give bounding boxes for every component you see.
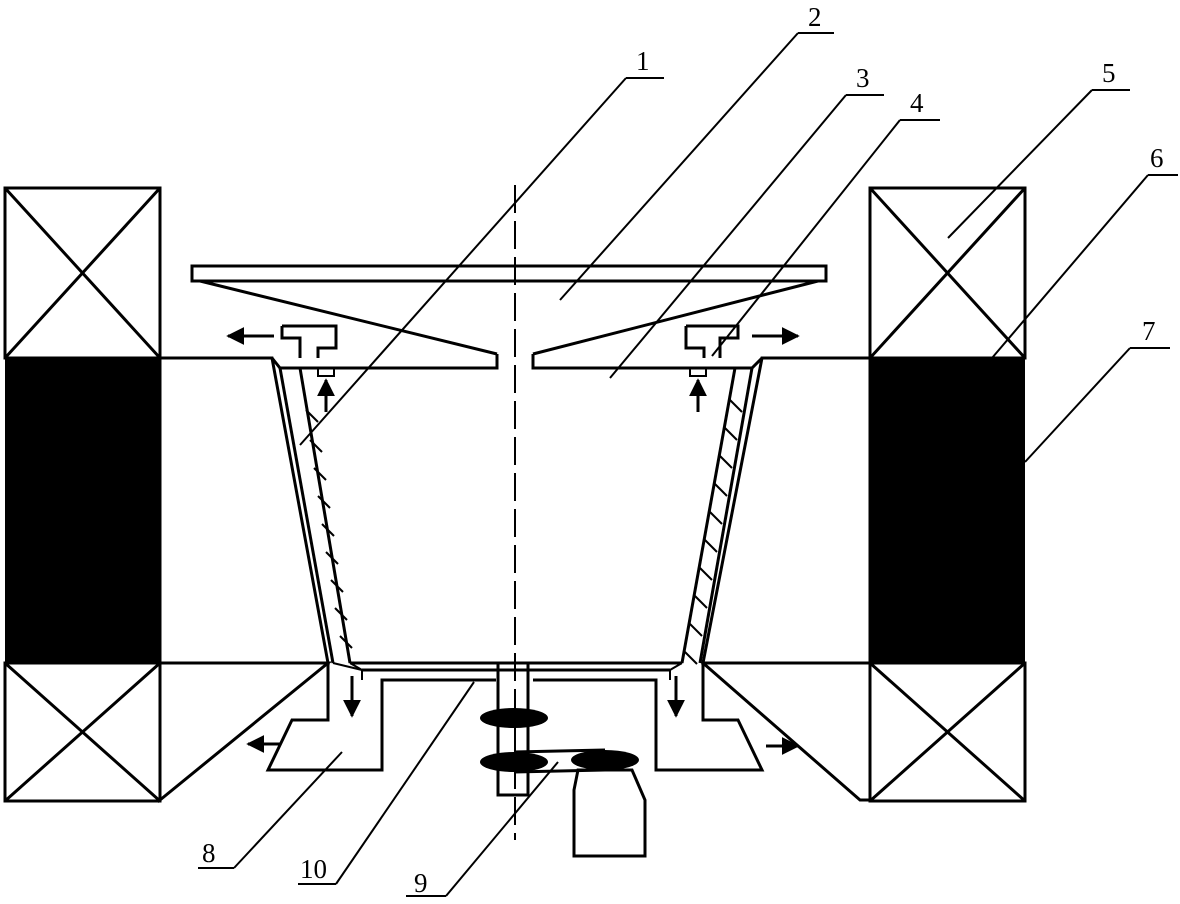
- top-plate-assembly: [190, 264, 828, 365]
- left-yoke: [158, 356, 333, 804]
- left-magnet-block: [5, 358, 160, 663]
- right-yoke: [698, 356, 872, 802]
- conical-basket: [278, 367, 754, 665]
- motor-block: [572, 768, 647, 858]
- label-7: 7: [1142, 316, 1156, 346]
- label-8: 8: [202, 838, 216, 868]
- center-shaft: [480, 661, 639, 797]
- label-3: 3: [856, 63, 870, 93]
- right-coil-stack: [868, 186, 1027, 803]
- label-4: 4: [910, 88, 924, 118]
- inner-plates: [160, 356, 870, 370]
- label-10: 10: [300, 854, 327, 884]
- right-magnet-block: [870, 358, 1025, 663]
- motor-pulley: [571, 750, 639, 770]
- pulley-upper: [480, 708, 548, 728]
- flow-arrows: [226, 327, 800, 755]
- right-collector: [533, 662, 765, 772]
- label-9: 9: [414, 868, 428, 898]
- label-6: 6: [1150, 143, 1164, 173]
- drive-shaft: [496, 661, 530, 797]
- label-2: 2: [808, 2, 822, 32]
- left-coil-stack: [3, 186, 162, 803]
- right-basket-teeth: [684, 399, 743, 665]
- top-plate: [190, 264, 828, 283]
- label-1: 1: [636, 46, 650, 76]
- label-5: 5: [1102, 58, 1116, 88]
- left-basket-teeth: [305, 409, 353, 649]
- left-t-connector: [280, 324, 338, 377]
- leader-lines: [198, 32, 1178, 897]
- left-collector: [265, 662, 496, 772]
- part-labels: 1 2 3 4 5 6 7 8 9 10: [202, 2, 1164, 898]
